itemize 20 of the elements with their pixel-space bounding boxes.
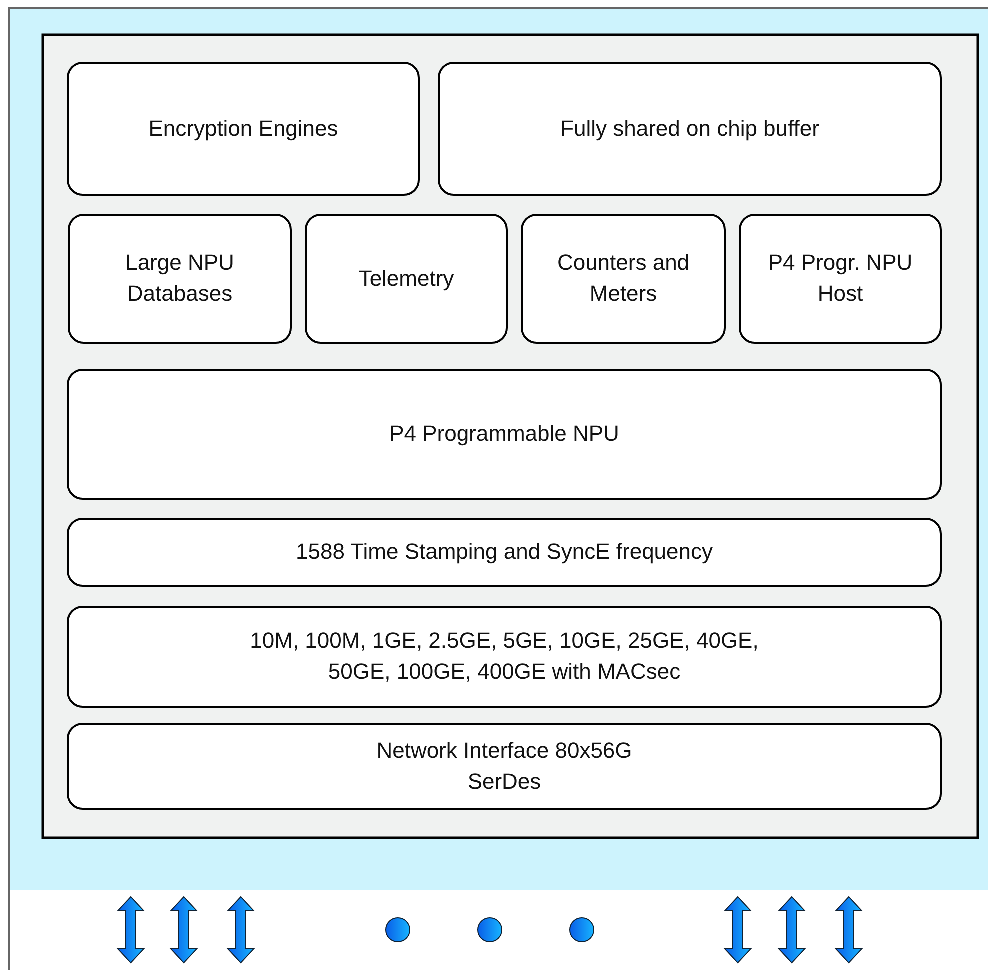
block-label: 10M, 100M, 1GE, 2.5GE, 5GE, 10GE, 25GE, 40GE, 50GE, 100GE, 400GE with MACsec xyxy=(249,627,760,686)
block-box xyxy=(67,723,942,810)
block-label: Network Interface 80x56G SerDes xyxy=(376,736,634,796)
block-box xyxy=(67,518,942,587)
block-box xyxy=(521,214,726,344)
block-box xyxy=(67,606,942,708)
block-label: Counters and Meters xyxy=(556,249,691,308)
block-box xyxy=(67,62,420,196)
block-box xyxy=(739,214,942,344)
block-box xyxy=(68,214,292,344)
block-box xyxy=(67,369,942,500)
block-label: Large NPU Databases xyxy=(124,249,236,308)
block-label: Encryption Engines xyxy=(148,114,338,143)
block-label: 1588 Time Stamping and SyncE frequency xyxy=(296,538,714,566)
block-box xyxy=(305,214,508,344)
block-box xyxy=(438,62,942,196)
block-label: Fully shared on chip buffer xyxy=(560,114,820,143)
block-label: P4 Progr. NPU Host xyxy=(767,249,914,308)
block-label: P4 Programmable NPU xyxy=(390,420,620,448)
block-label: Telemetry xyxy=(358,264,454,293)
